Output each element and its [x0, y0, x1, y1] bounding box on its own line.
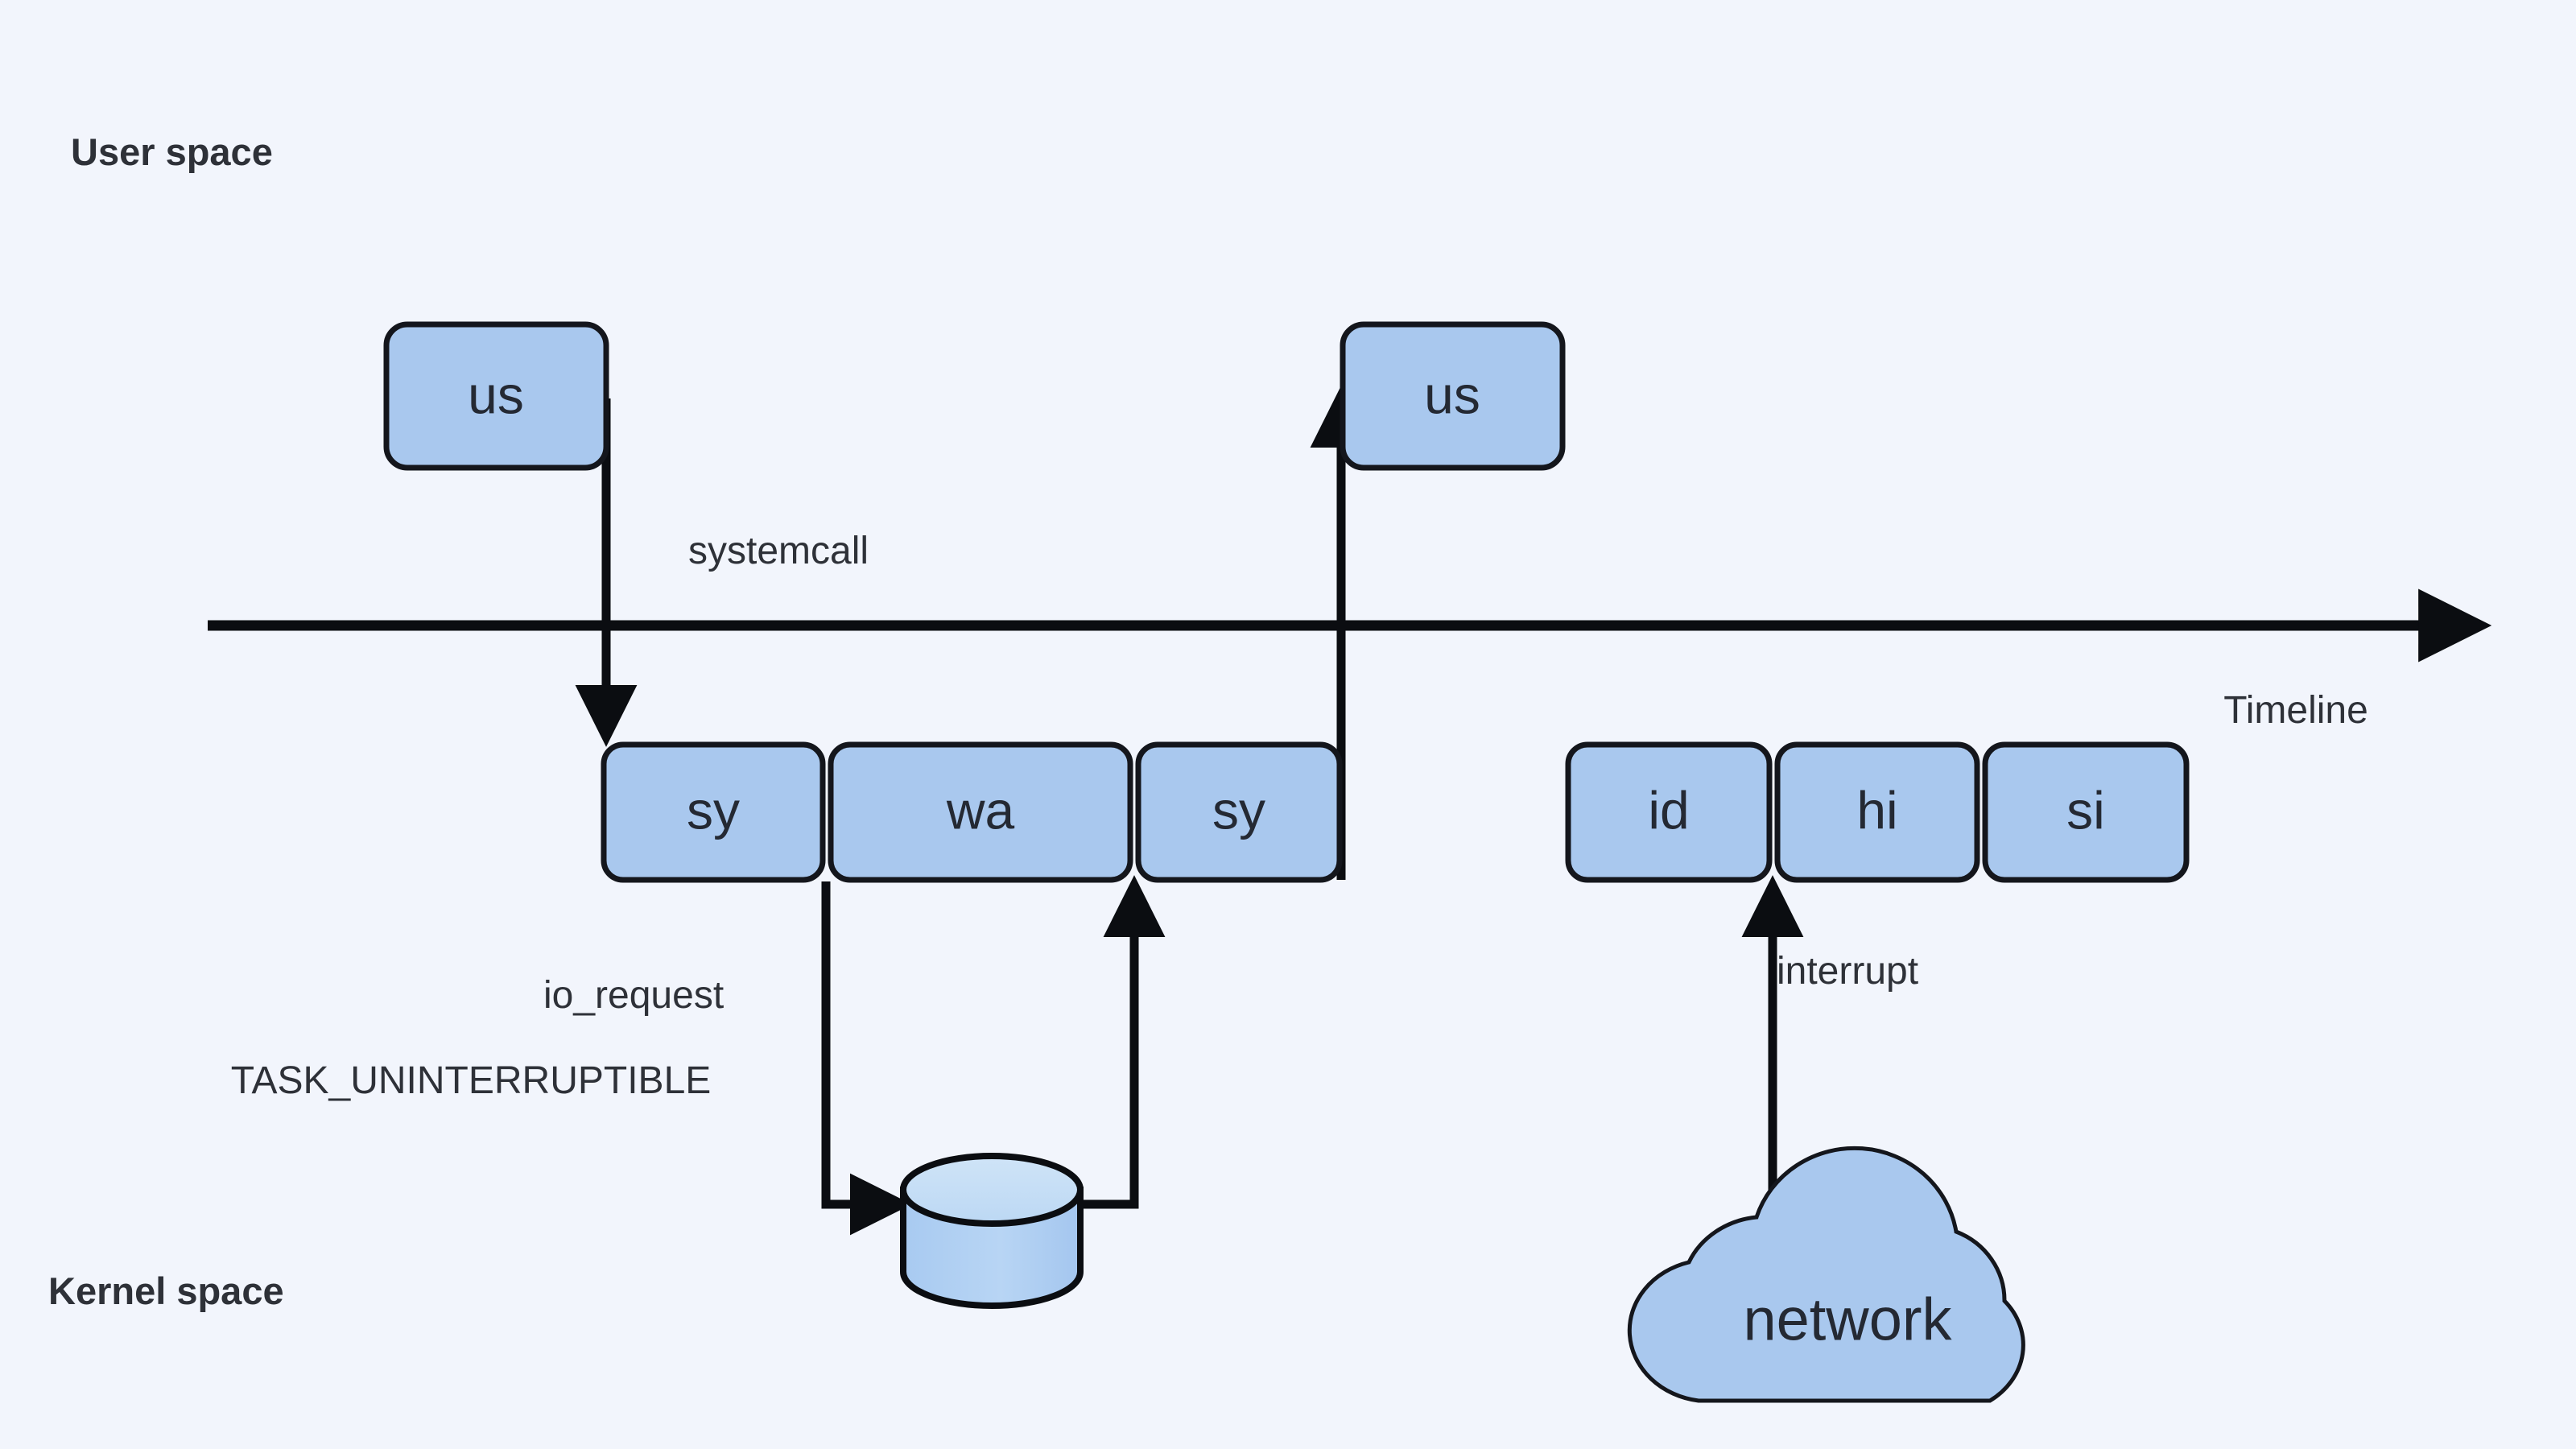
user-state-box-group: us us — [383, 321, 1566, 471]
state-box-label: us — [468, 365, 524, 424]
state-box-us-1[interactable]: us — [383, 321, 609, 471]
state-box-rect[interactable] — [1565, 741, 1773, 883]
state-box-label: sy — [1212, 780, 1265, 840]
state-box-label: id — [1648, 780, 1689, 840]
io-request-to-disk-arrow — [821, 881, 912, 1236]
cylinder-top — [900, 1153, 1084, 1227]
state-box-label: si — [2066, 780, 2105, 840]
state-box-sy-2[interactable]: sy — [1135, 741, 1343, 883]
kernel-space-label: Kernel space — [48, 1269, 284, 1312]
timeline-label: Timeline — [2223, 689, 2368, 732]
network-cloud-label: network — [1743, 1286, 1952, 1353]
state-box-label: sy — [687, 780, 740, 840]
state-box-hi-1[interactable]: hi — [1774, 741, 1980, 883]
kernel-state-box-group: sy wa sy id hi si — [601, 741, 2190, 883]
state-box-rect[interactable] — [1774, 741, 1980, 883]
user-space-label: User space — [71, 130, 273, 173]
state-box-label: wa — [946, 780, 1015, 840]
network-cloud-icon[interactable]: network — [1627, 1146, 2025, 1403]
state-box-label: hi — [1856, 780, 1897, 840]
state-box-rect[interactable] — [1340, 321, 1566, 471]
state-box-wa-1[interactable]: wa — [828, 741, 1133, 883]
systemcall-label: systemcall — [688, 530, 869, 572]
state-box-rect[interactable] — [1982, 741, 2190, 883]
state-box-si-1[interactable]: si — [1982, 741, 2190, 883]
cloud-shape — [1627, 1146, 2025, 1403]
state-box-label: us — [1424, 365, 1480, 424]
task-uninterruptible-label: TASK_UNINTERRUPTIBLE — [231, 1059, 712, 1102]
state-box-rect[interactable] — [383, 321, 609, 471]
database-cylinder-icon[interactable] — [900, 1153, 1084, 1309]
state-box-sy-1[interactable]: sy — [601, 741, 826, 883]
io-request-label: io_request — [543, 974, 724, 1017]
state-box-rect[interactable] — [828, 741, 1133, 883]
state-box-rect[interactable] — [1135, 741, 1343, 883]
interrupt-label: interrupt — [1777, 950, 1918, 993]
io-complete-to-sy-arrow — [1080, 875, 1166, 1209]
state-box-rect[interactable] — [601, 741, 826, 883]
state-box-id-1[interactable]: id — [1565, 741, 1773, 883]
state-box-us-2[interactable]: us — [1340, 321, 1566, 471]
